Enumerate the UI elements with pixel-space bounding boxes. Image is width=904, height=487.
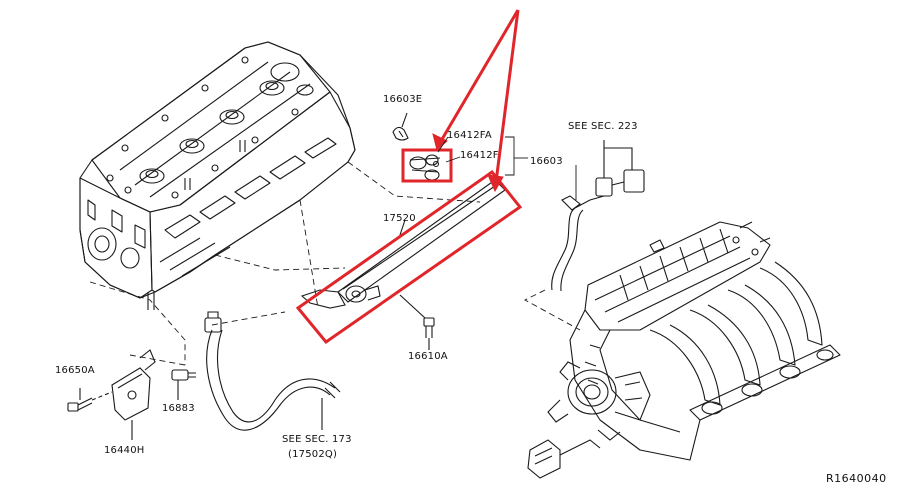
label-16610a: 16610A (408, 351, 448, 362)
cylinder-head (79, 41, 356, 310)
label-16603e: 16603E (383, 94, 423, 105)
label-16883: 16883 (162, 403, 195, 414)
label-16440h: 16440H (104, 445, 145, 456)
highlight-box-fuel-rail (295, 169, 523, 345)
ref-sec-223: SEE SEC. 223 (568, 121, 638, 132)
arrowhead-rail (487, 174, 504, 193)
label-16650a: 16650A (55, 365, 95, 376)
pcv-hose-and-sensor (551, 140, 645, 292)
label-16412f: 16412F (460, 150, 499, 161)
clip-16603e (392, 112, 409, 141)
fuel-injector (409, 154, 441, 181)
highlight-arrow-injector (439, 9, 520, 142)
label-16412fa: 16412FA (447, 130, 492, 141)
label-16603: 16603 (530, 156, 563, 167)
throttle-body (527, 361, 651, 479)
leader-lines (437, 136, 577, 200)
bolt-16650a (67, 388, 113, 412)
bracket-16440h (111, 349, 156, 440)
highlight-arrow-rail (494, 9, 520, 183)
ref-sec-173: SEE SEC. 173 (282, 434, 352, 445)
ref-sec-173-sub: (17502Q) (288, 449, 338, 460)
fuel-hose (204, 311, 341, 431)
label-17520: 17520 (383, 213, 416, 224)
figure-id: R1640040 (826, 472, 887, 485)
intake-manifold (569, 221, 841, 461)
highlight-arrowheads (432, 133, 504, 193)
bolt-16610a (399, 294, 435, 350)
fitting-16883 (171, 369, 196, 400)
highlight-box-injector (401, 148, 453, 183)
highlight-annotations (295, 9, 523, 345)
